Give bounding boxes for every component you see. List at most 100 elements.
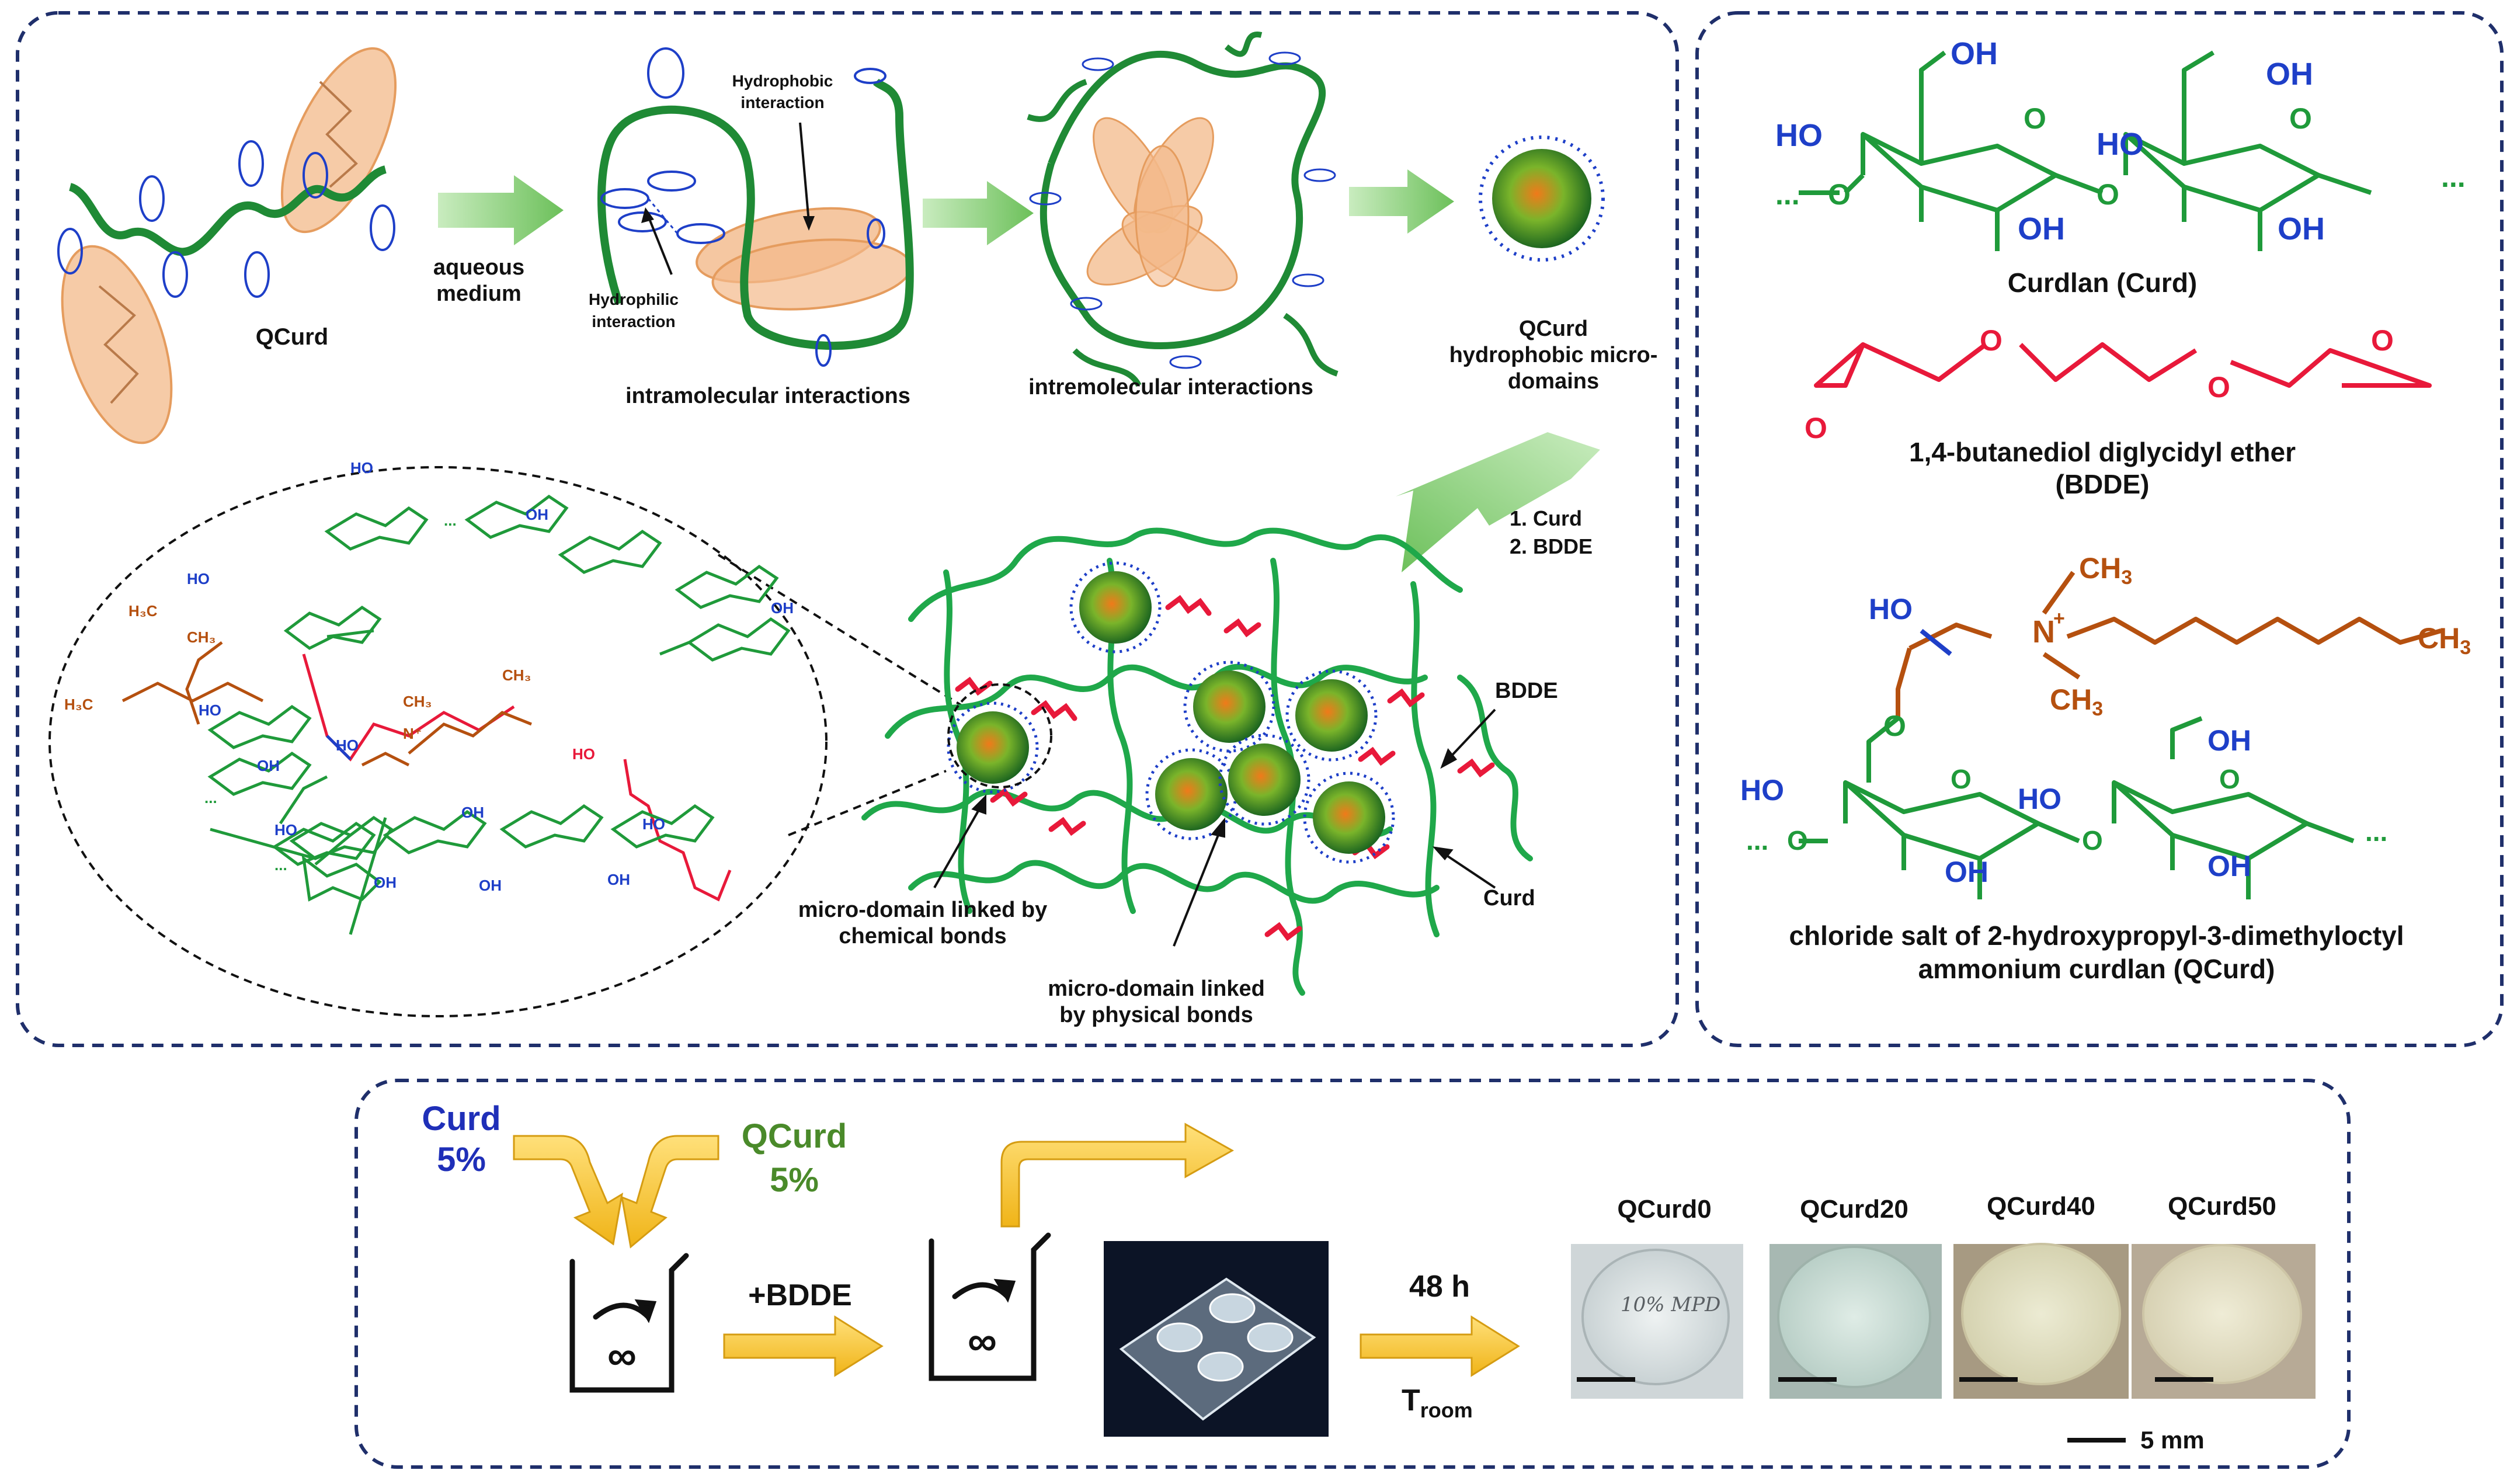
- curd-label: Curd: [1483, 886, 1535, 910]
- chem-bonds-label-line1: micro-domain linked by: [798, 898, 1048, 922]
- curd-oh-top-2: OH: [2266, 57, 2313, 92]
- curdlan-structure: [1799, 50, 2372, 251]
- curd-oh-bottom-2: OH: [2278, 211, 2325, 246]
- bdde-name-line1: 1,4-butanediol diglycidyl ether: [1909, 437, 2296, 467]
- bdde-o-epoxide-2: O: [2371, 324, 2394, 357]
- qcurd-name-line1: chloride salt of 2-hydroxypropyl-3-dimet…: [1789, 920, 2404, 951]
- qcurd-o-link-2: O: [2082, 825, 2103, 856]
- qcurd-o-ring-1: O: [1951, 764, 1972, 794]
- aqueous-label-line1: aqueous: [433, 255, 524, 280]
- qcurd-oh-top: OH: [2207, 724, 2251, 757]
- qcurd-ch3-end: CH3: [2418, 622, 2471, 659]
- curd-oh-top-1: OH: [1951, 36, 1998, 71]
- zoom-lower-chain: [272, 804, 715, 866]
- hydrophobic-label-line2: interaction: [741, 93, 824, 112]
- qcurd-dots-1: ...: [1746, 825, 1768, 856]
- protocol-panel: [354, 1079, 2351, 1469]
- mechanism-panel: [16, 11, 1679, 1047]
- mold-photo: [1104, 1241, 1329, 1437]
- add-bdde-label: +BDDE: [748, 1278, 852, 1312]
- zoom-dots-3: ...: [204, 789, 217, 807]
- hydrophilic-label-line2: interaction: [592, 312, 675, 331]
- zoom-line-top: [717, 554, 965, 708]
- sample-label-2: QCurd40: [1987, 1192, 2095, 1221]
- qcurd-o-ring-2: O: [2219, 764, 2240, 794]
- arrow-pour-into-mold: [1000, 1122, 1235, 1228]
- qcurd-name-line2: ammonium curdlan (QCurd): [1918, 954, 2275, 984]
- intramolecular-label: intramolecular interactions: [625, 384, 910, 408]
- step-bdde: 2. BDDE: [1510, 534, 1593, 558]
- hydrophilic-label-line1: Hydrophilic: [589, 290, 679, 308]
- curd-dots-1: ...: [1775, 178, 1800, 211]
- qcurd-o-link-1: O: [1787, 825, 1808, 856]
- zoom-oh-6: OH: [607, 871, 630, 888]
- qcurd-ch3-end-sub: 3: [2460, 637, 2471, 659]
- qcurd-ch3-top-sub: 3: [2121, 567, 2132, 589]
- micro-domain-label-line3: domains: [1508, 369, 1599, 394]
- zoom-ho-3: HO: [199, 701, 221, 719]
- zoom-oh-4: OH: [461, 804, 484, 821]
- arrow-add-bdde: [723, 1315, 884, 1377]
- curd-o-ring-1: O: [2024, 102, 2046, 135]
- curd-o-link-2: O: [2097, 178, 2119, 211]
- bdde-o-epoxide-1: O: [1805, 412, 1827, 444]
- curd-percent-line1: Curd: [422, 1100, 500, 1138]
- bdde-structure: [1814, 342, 2432, 388]
- qcurd-ho-side: HO: [1869, 593, 1913, 625]
- zoom-ho-1: HO: [350, 459, 373, 477]
- zoom-dots-1: ...: [274, 856, 287, 874]
- qcurd-oh-bottom-2: OH: [2207, 850, 2251, 882]
- temp-main: T: [1402, 1384, 1420, 1417]
- sample-photo-handwriting: 10% MPD: [1621, 1293, 1720, 1316]
- beaker-1-stir-icon: ∞: [607, 1333, 637, 1378]
- micro-domain-label-line1: QCurd: [1519, 317, 1588, 341]
- qcurd-chain-graphic: [57, 47, 397, 444]
- zoom-oh-2: OH: [771, 599, 794, 617]
- arrow-aqueous: [438, 175, 564, 245]
- structures-panel: [1695, 11, 2504, 1047]
- network-pointers: [933, 708, 1496, 947]
- qcurd-oh-bottom-1: OH: [1945, 856, 1988, 888]
- intermolecular-label: intremolecular interactions: [1028, 375, 1313, 399]
- zoom-ho-5: HO: [274, 821, 297, 839]
- intramolecular-graphic: [597, 47, 914, 367]
- temp-label: Troom: [1402, 1384, 1473, 1422]
- curd-o-link-1: O: [1828, 178, 1851, 211]
- phys-bonds-label-line2: by physical bonds: [1059, 1003, 1253, 1027]
- network-balls: [947, 561, 1395, 864]
- arrow-curd-into-beaker: [513, 1135, 624, 1246]
- bdde-o-ether-1: O: [1980, 324, 2003, 357]
- qcurd-ch3-bottom: CH3: [2050, 683, 2103, 720]
- hydrophobic-label-line1: Hydrophobic: [732, 72, 833, 90]
- zoom-ch3-1: CH₃: [187, 628, 216, 646]
- sample-label-3: QCurd50: [2168, 1192, 2276, 1221]
- bdde-label: BDDE: [1495, 679, 1558, 703]
- zoom-ho-6: HO: [572, 745, 595, 763]
- step-curd: 1. Curd: [1510, 506, 1582, 530]
- zoom-ho-2: HO: [187, 570, 210, 588]
- zoom-dots-2: ...: [444, 512, 457, 529]
- aqueous-label-line2: medium: [436, 281, 522, 306]
- beaker-1: [569, 1253, 689, 1393]
- qcurd-ch3-bottom-main: CH: [2050, 683, 2092, 716]
- arrow-qcurd-into-beaker: [621, 1135, 719, 1249]
- zoom-ho-4: HO: [336, 736, 359, 754]
- qcurd-ho-1: HO: [1740, 774, 1784, 807]
- qcurd-ho-2: HO: [2018, 783, 2061, 815]
- zoom-network: [121, 494, 791, 935]
- sample-label-0: QCurd0: [1617, 1195, 1711, 1224]
- curd-oh-bottom-1: OH: [2018, 211, 2065, 246]
- beaker-2: [929, 1232, 1051, 1381]
- zoom-oh-3: OH: [257, 757, 280, 774]
- sample-label-1: QCurd20: [1800, 1195, 1908, 1224]
- qcurd-structure: [1799, 571, 2442, 899]
- bdde-o-ether-2: O: [2207, 371, 2230, 404]
- zoom-ch3-3: CH₃: [502, 666, 531, 684]
- qcurd-o-linker: O: [1883, 710, 1906, 742]
- qcurd-ch3-top-main: CH: [2079, 552, 2121, 585]
- curd-ho-2: HO: [2097, 127, 2144, 162]
- zoom-line-bottom: [788, 770, 947, 836]
- qcurd-percent-line1: QCurd: [742, 1117, 847, 1155]
- arrow-crosslink: [1396, 432, 1600, 572]
